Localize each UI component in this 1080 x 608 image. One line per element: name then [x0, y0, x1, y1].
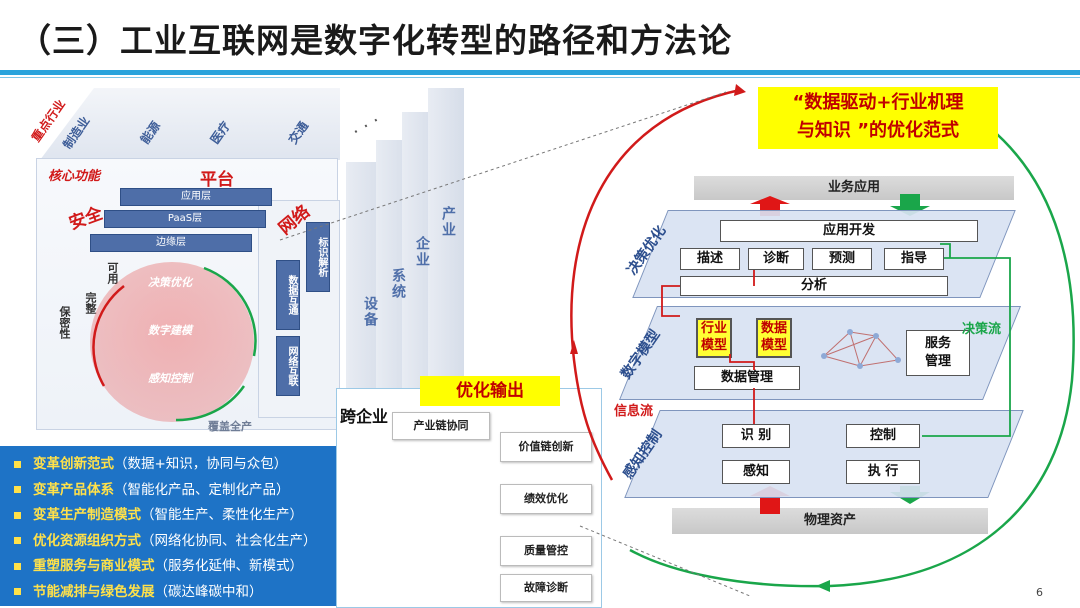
industry-tab-bg	[40, 88, 340, 160]
title-divider	[0, 70, 1080, 75]
platform-label: 平台	[200, 170, 234, 190]
stage-column-industry	[428, 88, 464, 388]
cycle-arrows	[92, 266, 257, 422]
circle-item-control: 感知控制	[148, 372, 192, 385]
bottom-coverage-label: 覆盖全产	[208, 420, 252, 433]
bullet-square-icon	[14, 588, 21, 595]
bullet-item: 变革产品体系（智能化产品、定制化产品）	[14, 478, 470, 504]
bullet-square-icon	[14, 486, 21, 493]
decision-box-describe: 描述	[680, 248, 740, 270]
tile-network-interconnect: 网络互联	[276, 336, 300, 396]
page-number: 6	[1036, 586, 1043, 599]
bullet-item: 节能减排与绿色发展（碳达峰碳中和）	[14, 580, 470, 606]
stage-label-enterprise: 企业	[414, 236, 430, 268]
internal-flow-lines	[661, 243, 1011, 437]
perceive-box: 感知	[722, 460, 790, 484]
callout-line-2: 与知识 ”的优化范式	[796, 120, 960, 141]
bullet-item: 变革生产制造模式（智能生产、柔性化生产）	[14, 503, 470, 529]
identify-box: 识 别	[722, 424, 790, 448]
tile-identifier-resolution: 标识解析	[306, 222, 330, 292]
stage-label-system: 系统	[390, 268, 406, 300]
left-label-integrity: 完整	[84, 292, 97, 314]
stage-label-industry: 产业	[440, 206, 456, 238]
output-box-performance: 绩效优化	[500, 484, 592, 514]
core-cycle-circle	[90, 262, 254, 422]
core-function-label: 核心功能	[48, 169, 101, 184]
app-dev-box: 应用开发	[720, 220, 978, 242]
service-management-box: 服务管理	[906, 330, 970, 376]
title-divider-thin	[0, 77, 1080, 78]
bullet-item: 重塑服务与商业模式（服务化延伸、新模式）	[14, 554, 470, 580]
cross-enterprise-label: 跨企业	[340, 407, 389, 426]
bullet-square-icon	[14, 562, 21, 570]
network-graph-icon	[821, 329, 901, 369]
optimization-output-title: 优化输出	[420, 376, 560, 406]
bullet-item: 变革创新范式（数据+知识，协同与众包）	[14, 452, 470, 478]
model-box-industry: 行业模型	[696, 318, 732, 358]
output-box-quality: 质量管控	[500, 536, 592, 566]
stage-label-device: 设备	[362, 296, 378, 328]
page-title: （三）工业互联网是数字化转型的路径和方法论	[18, 21, 732, 60]
circle-item-modeling: 数字建模	[148, 324, 192, 337]
control-box: 控制	[846, 424, 920, 448]
bullet-item: 优化资源组织方式（网络化协同、社会化生产）	[14, 529, 470, 555]
analysis-box: 分析	[680, 276, 948, 296]
layer-application: 应用层	[120, 188, 272, 206]
decision-flow-label: 决策流	[962, 322, 1002, 337]
output-box-value-chain: 价值链创新	[500, 432, 592, 462]
output-box-supply-chain: 产业链协同	[392, 412, 490, 440]
callout-line-1: “数据驱动+行业机理	[792, 92, 964, 113]
left-label-availability: 可用	[106, 262, 119, 284]
left-label-confidentiality: 保密性	[58, 306, 71, 339]
data-management-box: 数据管理	[694, 366, 800, 390]
service-management-label: 服务管理	[924, 336, 951, 369]
dashed-connector	[279, 91, 751, 597]
execute-box: 执 行	[846, 460, 920, 484]
decision-box-guide: 指导	[884, 248, 944, 270]
information-flow-label: 信息流	[614, 404, 654, 419]
cycle-ring-arrows	[570, 84, 1075, 592]
circle-item-decision: 决策优化	[148, 276, 192, 289]
tile-data-interconnect: 数据互通	[276, 260, 300, 330]
physical-assets-bar: 物理资产	[672, 508, 988, 534]
business-application-bar: 业务应用	[694, 176, 1014, 200]
bullet-square-icon	[14, 537, 21, 544]
layer-paas: PaaS层	[104, 210, 266, 228]
optimization-paradigm-callout: “数据驱动+行业机理 与知识 ”的优化范式	[758, 87, 998, 149]
bullet-square-icon	[14, 511, 21, 519]
decision-box-predict: 预测	[812, 248, 872, 270]
model-box-data: 数据模型	[756, 318, 792, 358]
decision-box-diagnose: 诊断	[748, 248, 804, 270]
bullet-square-icon	[14, 460, 21, 468]
layer-edge: 边缘层	[90, 234, 252, 252]
output-box-fault: 故障诊断	[500, 574, 592, 602]
